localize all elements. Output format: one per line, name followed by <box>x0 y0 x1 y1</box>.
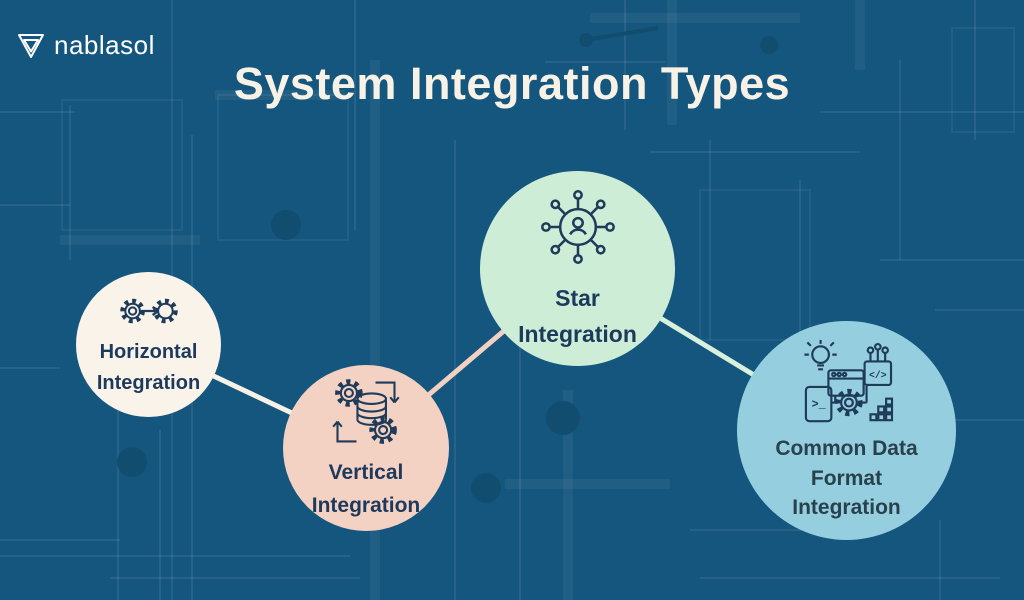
page-title: System Integration Types <box>233 58 791 109</box>
code-tag-glyph: </> <box>869 370 887 381</box>
node-vertical-integration: Vertical Integration <box>283 365 449 531</box>
node-label: Star Integration <box>518 284 637 347</box>
node-label: Common Data Format Integration <box>775 436 918 520</box>
nabla-logo-icon <box>18 33 44 58</box>
data-tools-icon: </> >_ <box>803 339 893 423</box>
gears-database-cycle-icon <box>332 379 400 444</box>
gears-arrow-icon <box>119 298 178 323</box>
node-label: Vertical Integration <box>311 460 421 517</box>
terminal-prompt-glyph: >_ <box>811 397 826 411</box>
nablasol-logo[interactable]: nablasol <box>16 30 155 61</box>
node-horizontal-integration: Horizontal Integration <box>76 272 221 417</box>
node-star-integration: Star Integration <box>480 171 675 366</box>
logo-text: nablasol <box>54 30 155 60</box>
node-label: Horizontal Integration <box>96 340 201 394</box>
node-common-data-format-integration: </> >_ Common Data Format Integration <box>737 321 956 540</box>
hub-spoke-network-icon <box>540 189 615 264</box>
